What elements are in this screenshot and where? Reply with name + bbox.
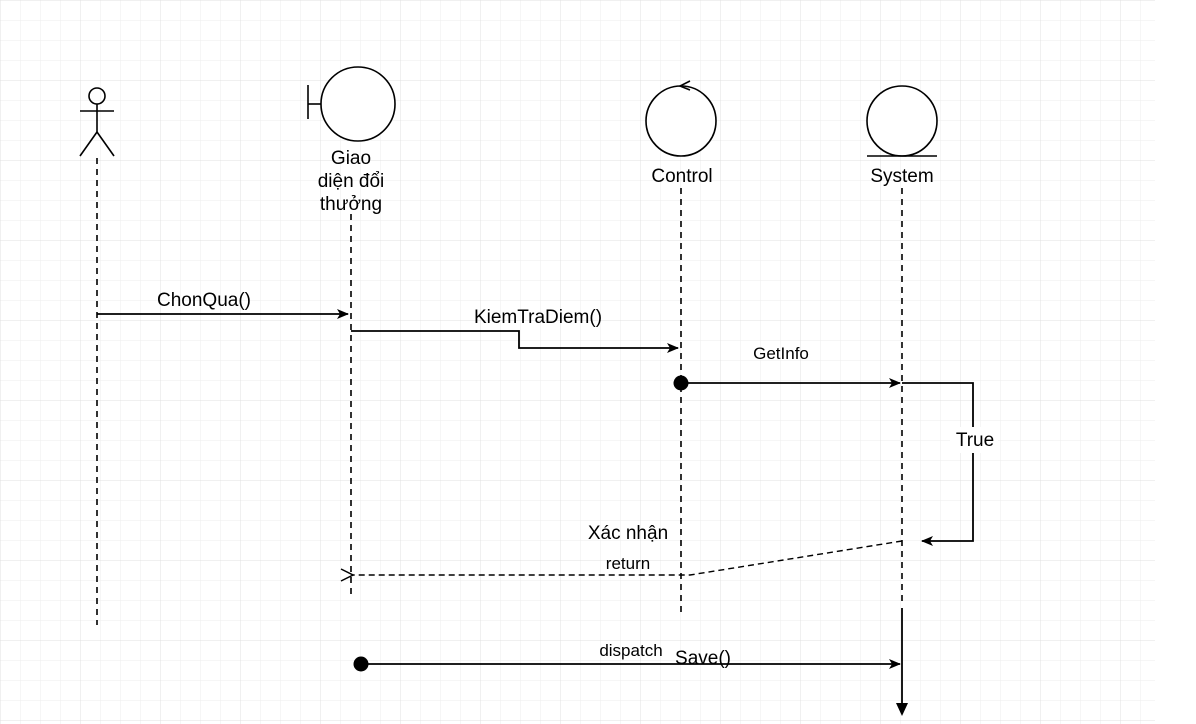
boundary-icon[interactable] bbox=[307, 66, 396, 142]
control-label: Control bbox=[651, 166, 712, 187]
save-label: Save() bbox=[675, 648, 731, 669]
entity-end-arrow bbox=[896, 703, 908, 716]
dispatch-label: dispatch bbox=[599, 641, 662, 660]
boundary-label-line-1: Giao bbox=[331, 148, 371, 169]
true-label: True bbox=[956, 430, 994, 451]
actor-stick-figure-icon[interactable] bbox=[79, 87, 115, 157]
entity-icon[interactable] bbox=[866, 85, 938, 157]
boundary-label-line-3: thưởng bbox=[320, 194, 382, 215]
control-icon[interactable] bbox=[645, 80, 717, 157]
chonqua-label: ChonQua() bbox=[157, 290, 251, 311]
true-loop-arrow[interactable] bbox=[902, 382, 974, 546]
return-arrow[interactable] bbox=[353, 540, 903, 575]
kiemtradiem-arrow[interactable] bbox=[351, 330, 679, 353]
kiemtradiem-label: KiemTraDiem() bbox=[474, 307, 602, 328]
entity-label: System bbox=[870, 166, 933, 187]
grid-background bbox=[0, 0, 1155, 724]
xac-nhan-label: Xác nhận bbox=[588, 523, 668, 544]
true-label-bg bbox=[950, 427, 998, 453]
getinfo-label: GetInfo bbox=[753, 344, 809, 363]
return-label: return bbox=[606, 554, 650, 573]
boundary-label-line-2: diện đổi bbox=[318, 171, 385, 192]
